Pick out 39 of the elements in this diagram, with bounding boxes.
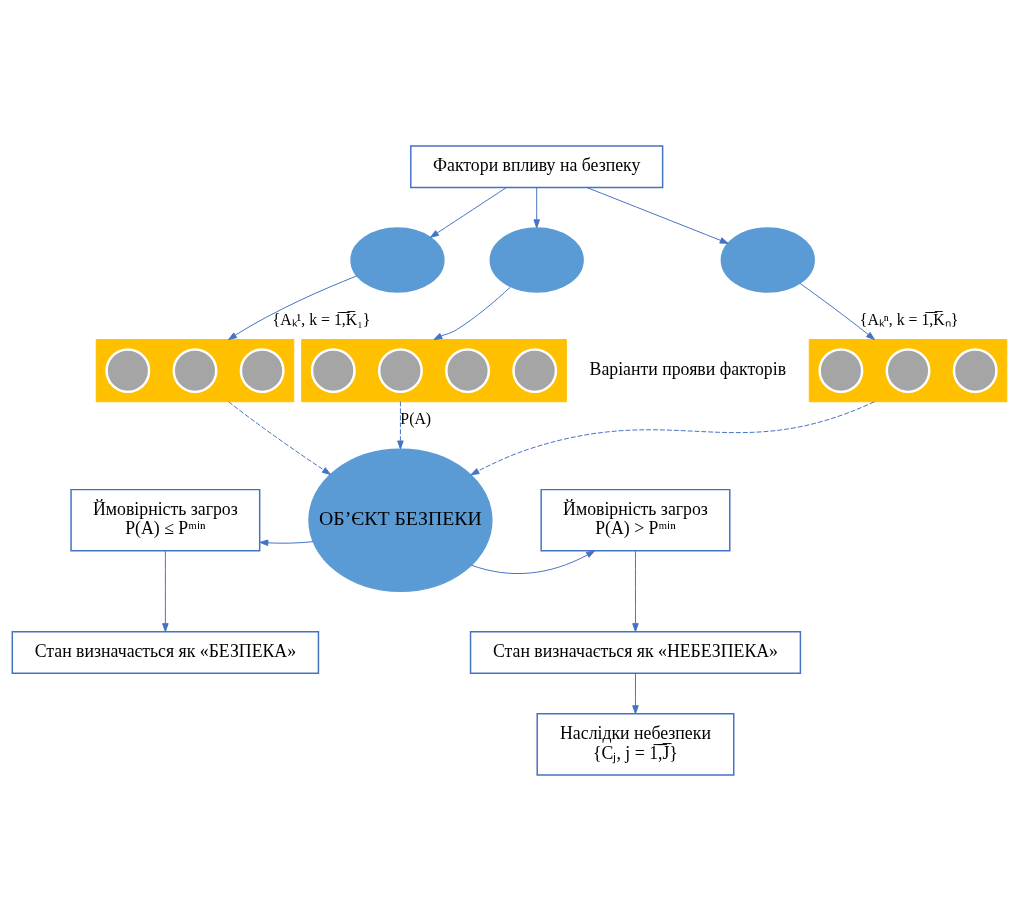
arrow: [228, 400, 331, 475]
node-circle: [105, 347, 151, 393]
node-box: Ймовірність загроз P(A) > Pᵐⁱⁿ: [540, 488, 731, 552]
arrow: [533, 186, 540, 228]
arrow: [470, 400, 875, 475]
cluster: [808, 338, 1008, 402]
arrow: [632, 672, 639, 714]
arrow: [162, 550, 169, 632]
arrow: [799, 282, 875, 340]
arrow: [632, 550, 639, 632]
node-circle: [310, 347, 356, 393]
node-box: Наслідки небезпеки {Cⱼ, j = 1̅,̅J̅}: [536, 712, 735, 776]
label: Варіанти прояви факторів: [589, 358, 787, 379]
node-box: Фактори впливу на безпеку: [410, 144, 664, 188]
node-box: Ймовірність загроз P(A) ≤ Pᵐⁱⁿ: [70, 488, 261, 552]
arrow: [430, 186, 507, 238]
arrow: [471, 549, 595, 574]
node-box: Стан визначається як «БЕЗПЕКА»: [11, 630, 320, 674]
arrow: [433, 286, 512, 340]
node-ellipse: ОБ’ЄКТ БЕЗПЕКИ: [308, 447, 493, 592]
cluster: [95, 338, 295, 402]
edge-label: {Aₖⁿ, k = 1̅,̅K̅ₙ}: [859, 310, 959, 328]
edge-label: {Aₖ¹, k = 1̅,̅K̅₁}: [272, 310, 371, 328]
node-circle: [512, 347, 558, 393]
node-circle: [172, 347, 218, 393]
edge-label: P(A): [400, 409, 432, 427]
node-circle: [952, 347, 998, 393]
node-circle: [377, 347, 423, 393]
node-circle: [239, 347, 285, 393]
arrow: [259, 539, 314, 546]
node-circle: [489, 226, 584, 293]
node-circle: [885, 347, 931, 393]
arrow: [397, 400, 404, 449]
cluster: [301, 338, 567, 402]
node-box: Стан визначається як «НЕБЕЗПЕКА»: [469, 630, 802, 674]
arrow: [586, 186, 729, 244]
arrow: [228, 274, 358, 340]
node-circle: [445, 347, 491, 393]
node-circle: [818, 347, 864, 393]
